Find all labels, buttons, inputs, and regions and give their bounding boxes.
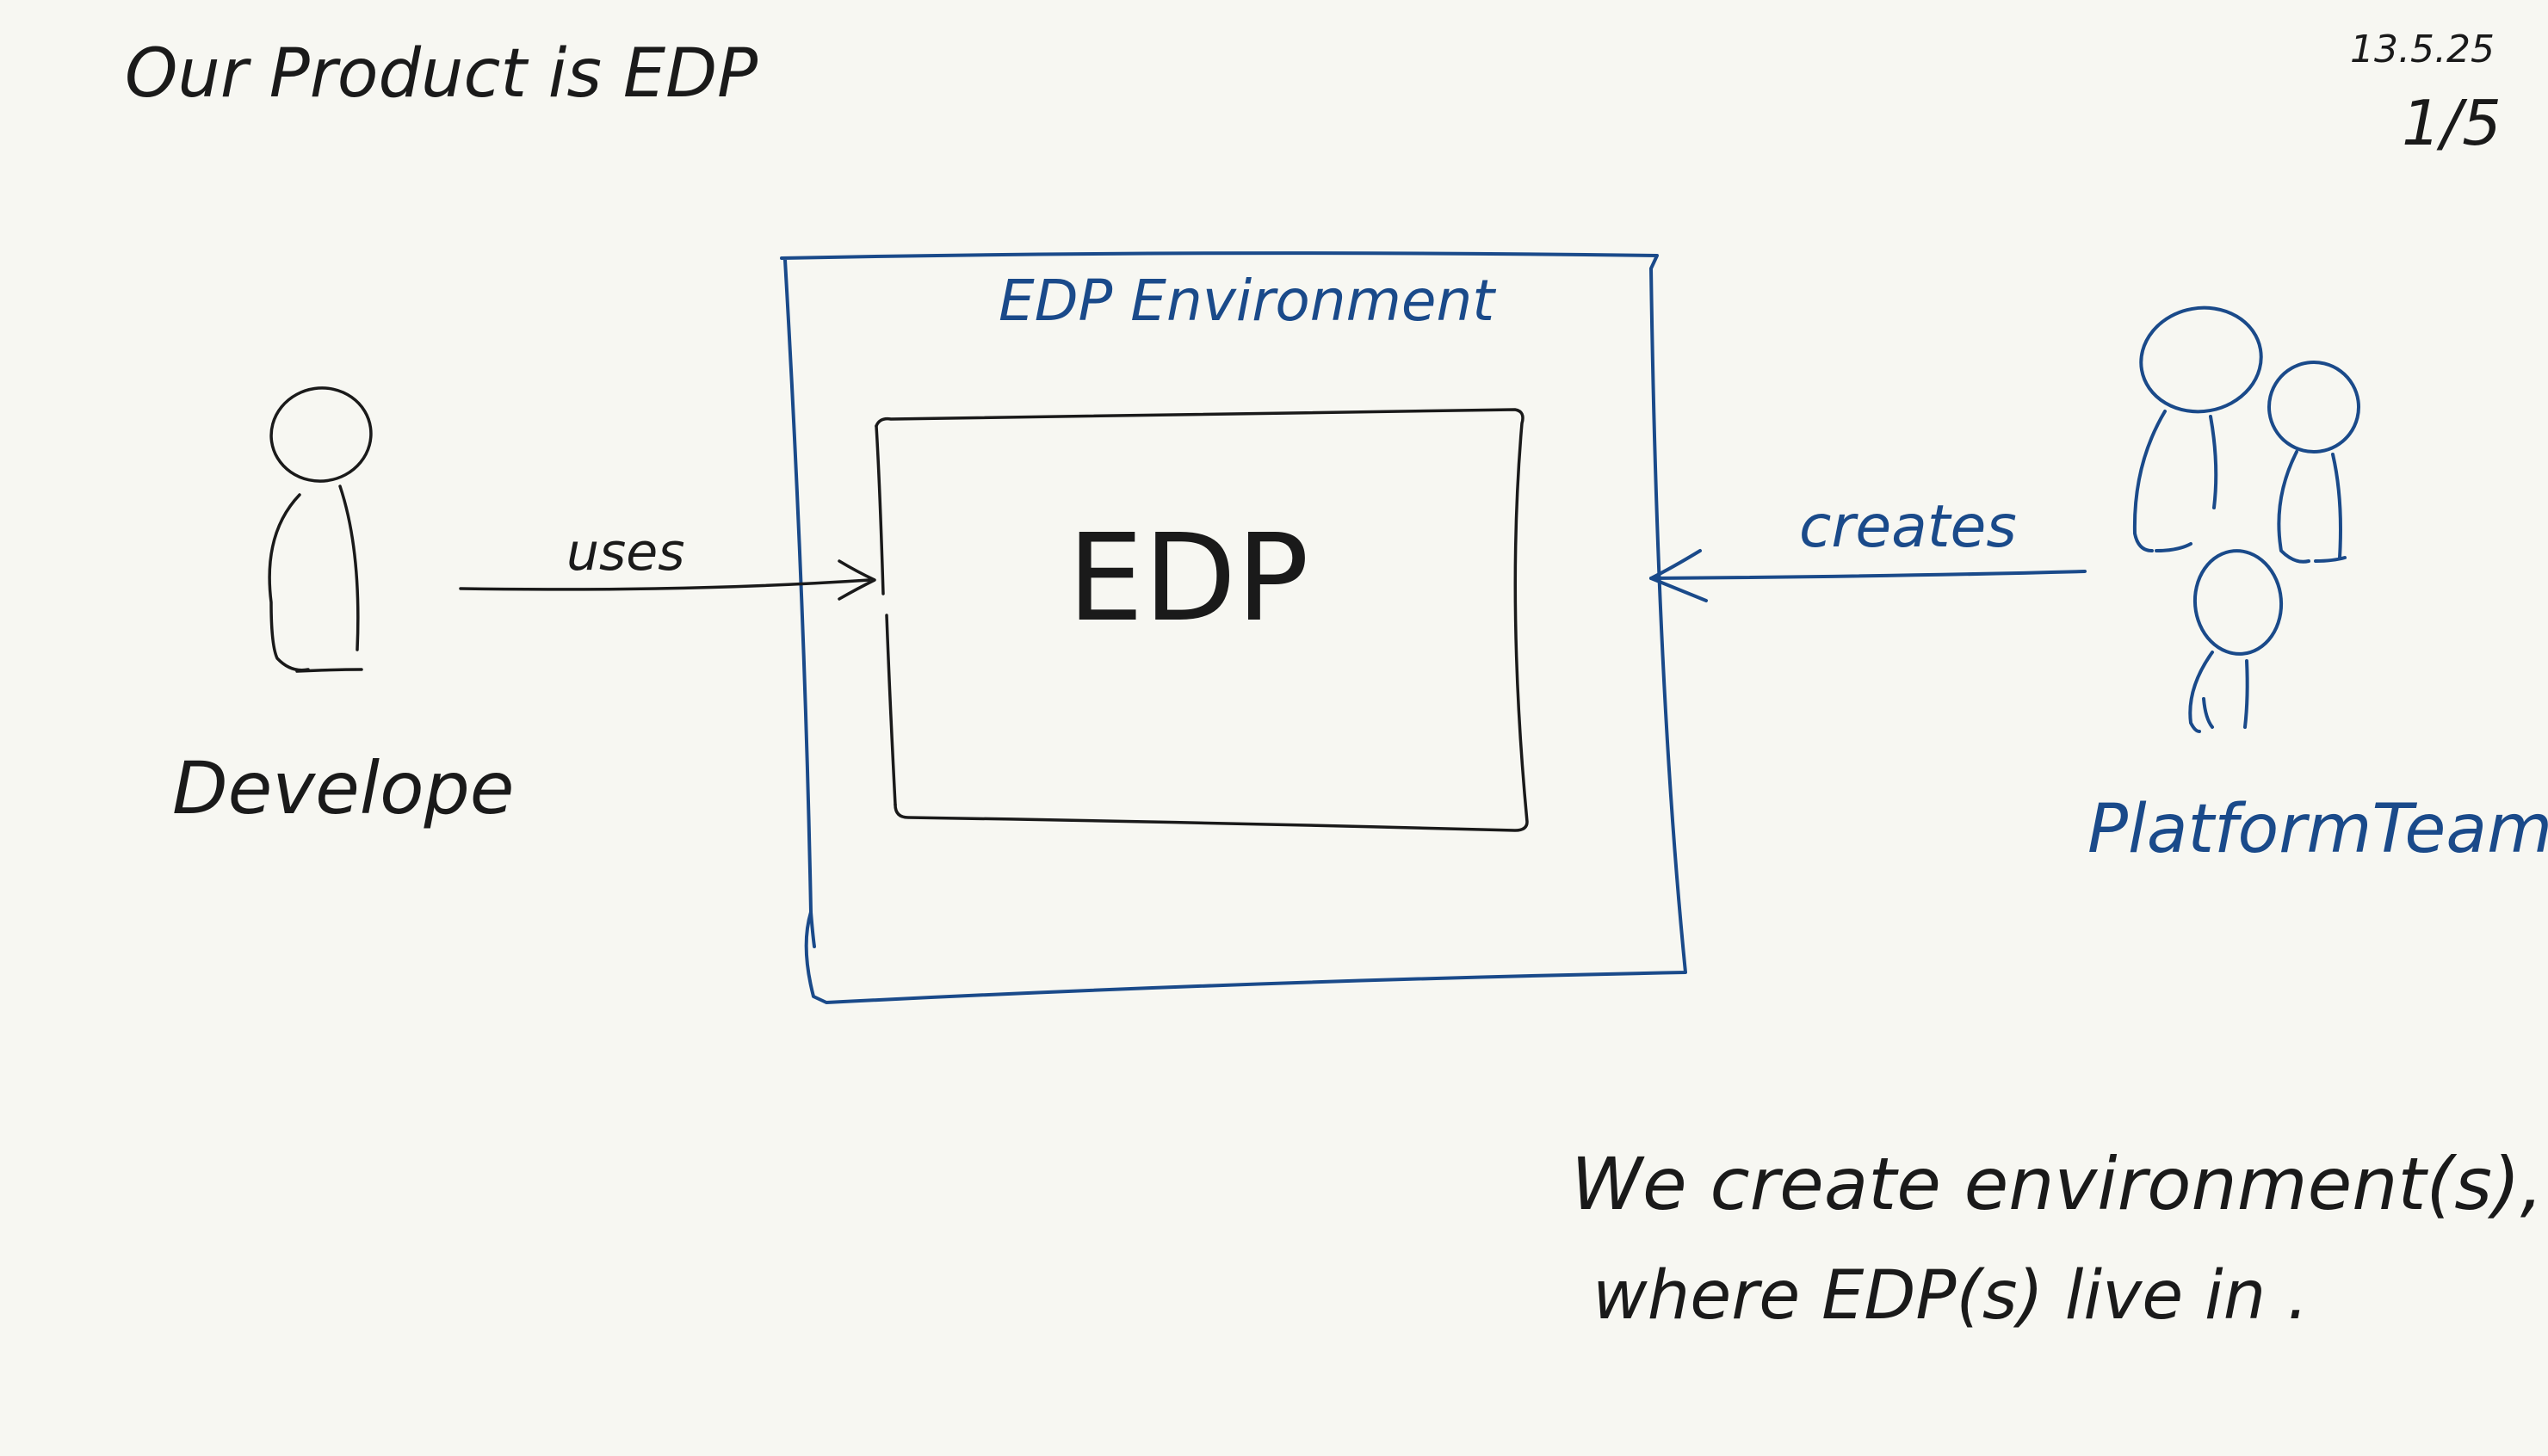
edp-box — [875, 408, 1529, 832]
creates-label: creates — [1799, 493, 2017, 561]
note-line-2: where EDP(s) live in . — [1592, 1257, 2309, 1335]
platform-team-label: PlatformTeam — [2087, 791, 2548, 868]
developer-label: Develope — [172, 746, 514, 830]
page-number: 1/5 — [2402, 87, 2502, 159]
note-line-1: We create environment(s), — [1571, 1142, 2543, 1226]
edp-label: EDP — [1067, 509, 1309, 649]
edp-environment-box — [780, 251, 1687, 1004]
creates-arrow — [1649, 549, 2087, 602]
page-title: Our Product is EDP — [125, 35, 758, 113]
date-label: 13.5.25 — [2350, 28, 2495, 71]
uses-arrow — [459, 559, 876, 601]
developer-icon — [268, 386, 373, 673]
edp-environment-label: EDP Environment — [999, 268, 1496, 334]
uses-label: uses — [566, 522, 684, 583]
platform-team-icon — [2132, 305, 2360, 733]
